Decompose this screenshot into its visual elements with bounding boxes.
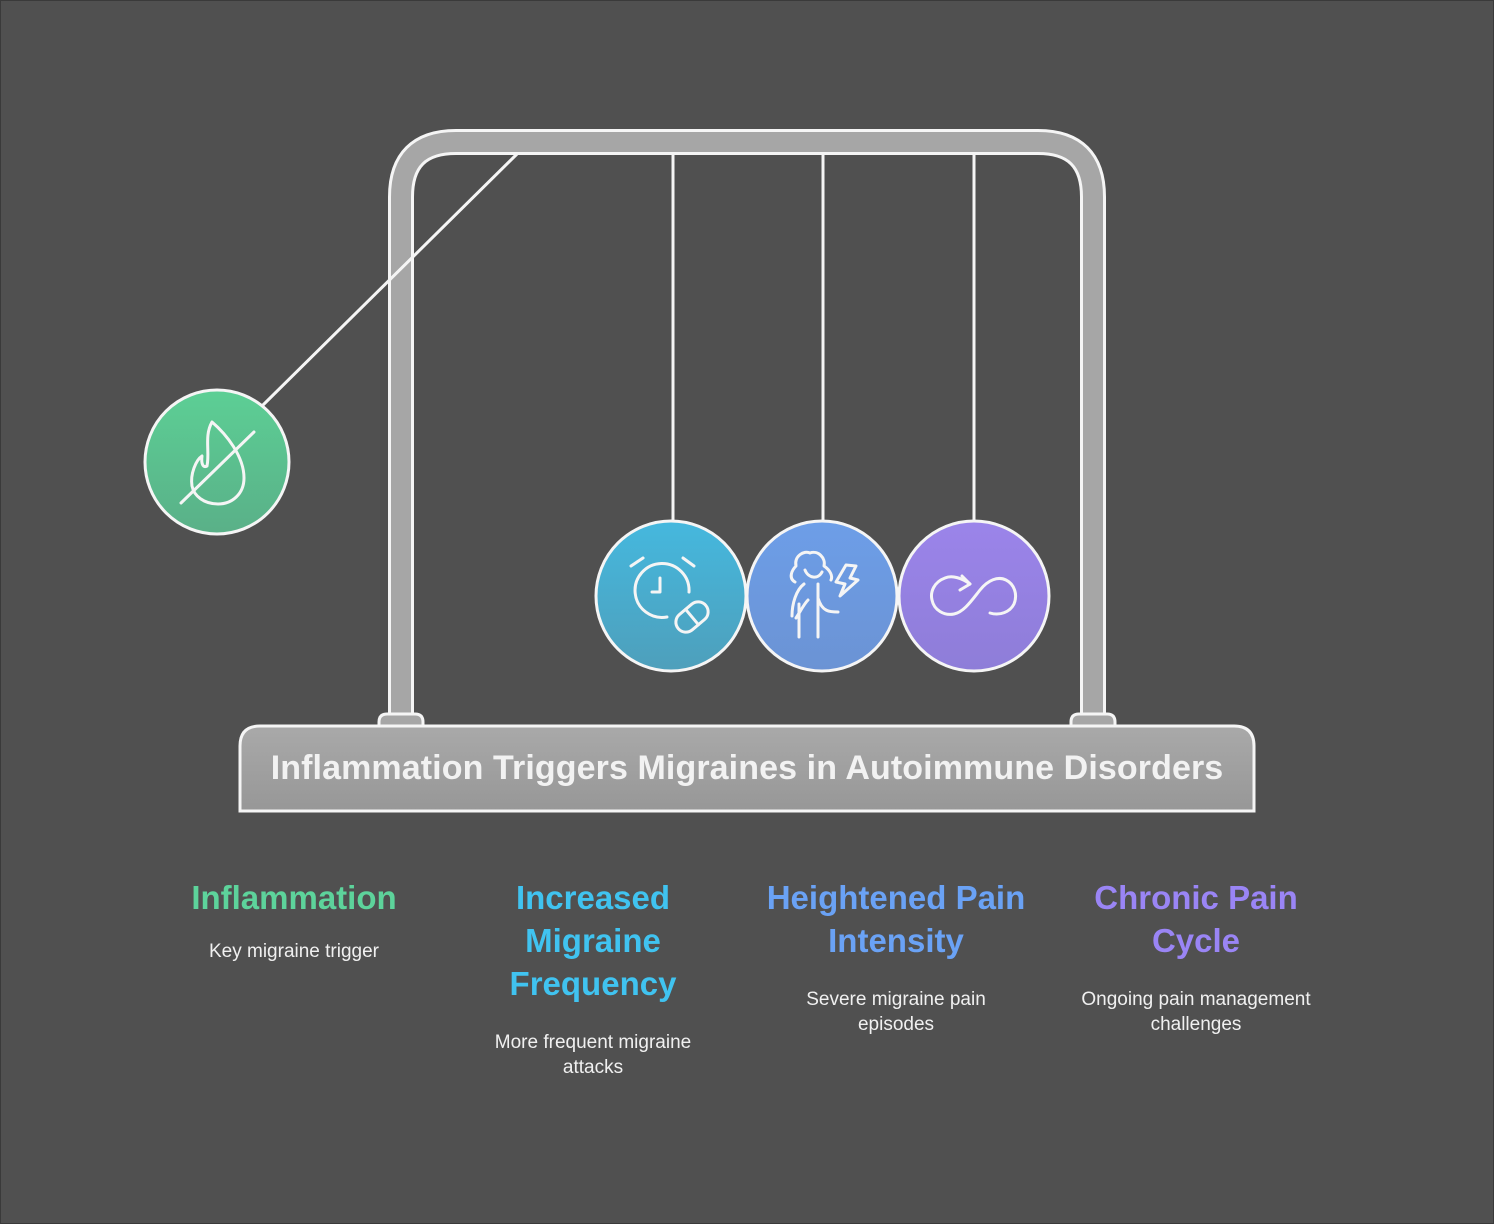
- infinity-cycle-icon: [930, 574, 1018, 616]
- item-frequency: Increased Migraine Frequency More freque…: [463, 876, 723, 1080]
- item-cycle: Chronic Pain Cycle Ongoing pain manageme…: [1066, 876, 1326, 1037]
- alarm-clock-pill-icon: [629, 556, 710, 634]
- item-intensity: Heightened Pain Intensity Severe migrain…: [766, 876, 1026, 1037]
- cradle-base: [238, 724, 1256, 813]
- ball-inflammation[interactable]: [143, 388, 291, 536]
- item-heading: Increased Migraine Frequency: [509, 879, 677, 1002]
- item-description: Severe migraine pain episodes: [806, 989, 986, 1035]
- item-description: More frequent migraine attacks: [494, 1032, 692, 1078]
- person-pain-lightning-icon: [789, 550, 860, 639]
- item-inflammation: Inflammation Key migraine trigger: [164, 876, 424, 964]
- item-heading: Heightened Pain Intensity: [766, 879, 1026, 959]
- item-description: Ongoing pain management challenges: [1081, 989, 1311, 1035]
- diagram-title: Inflammation Triggers Migraines in Autoi…: [270, 748, 1224, 787]
- string-inflammation: [260, 152, 519, 408]
- ball-intensity[interactable]: [745, 519, 899, 673]
- ball-cycle[interactable]: [897, 519, 1051, 673]
- item-heading: Chronic Pain Cycle: [1094, 879, 1298, 959]
- frame-foot-left: [377, 712, 425, 728]
- fire-off-icon: [179, 420, 256, 506]
- cradle-frame: [388, 129, 1106, 722]
- item-description: Key migraine trigger: [208, 941, 380, 962]
- ball-frequency[interactable]: [594, 519, 748, 673]
- item-heading: Inflammation: [191, 879, 397, 916]
- frame-foot-right: [1069, 712, 1117, 728]
